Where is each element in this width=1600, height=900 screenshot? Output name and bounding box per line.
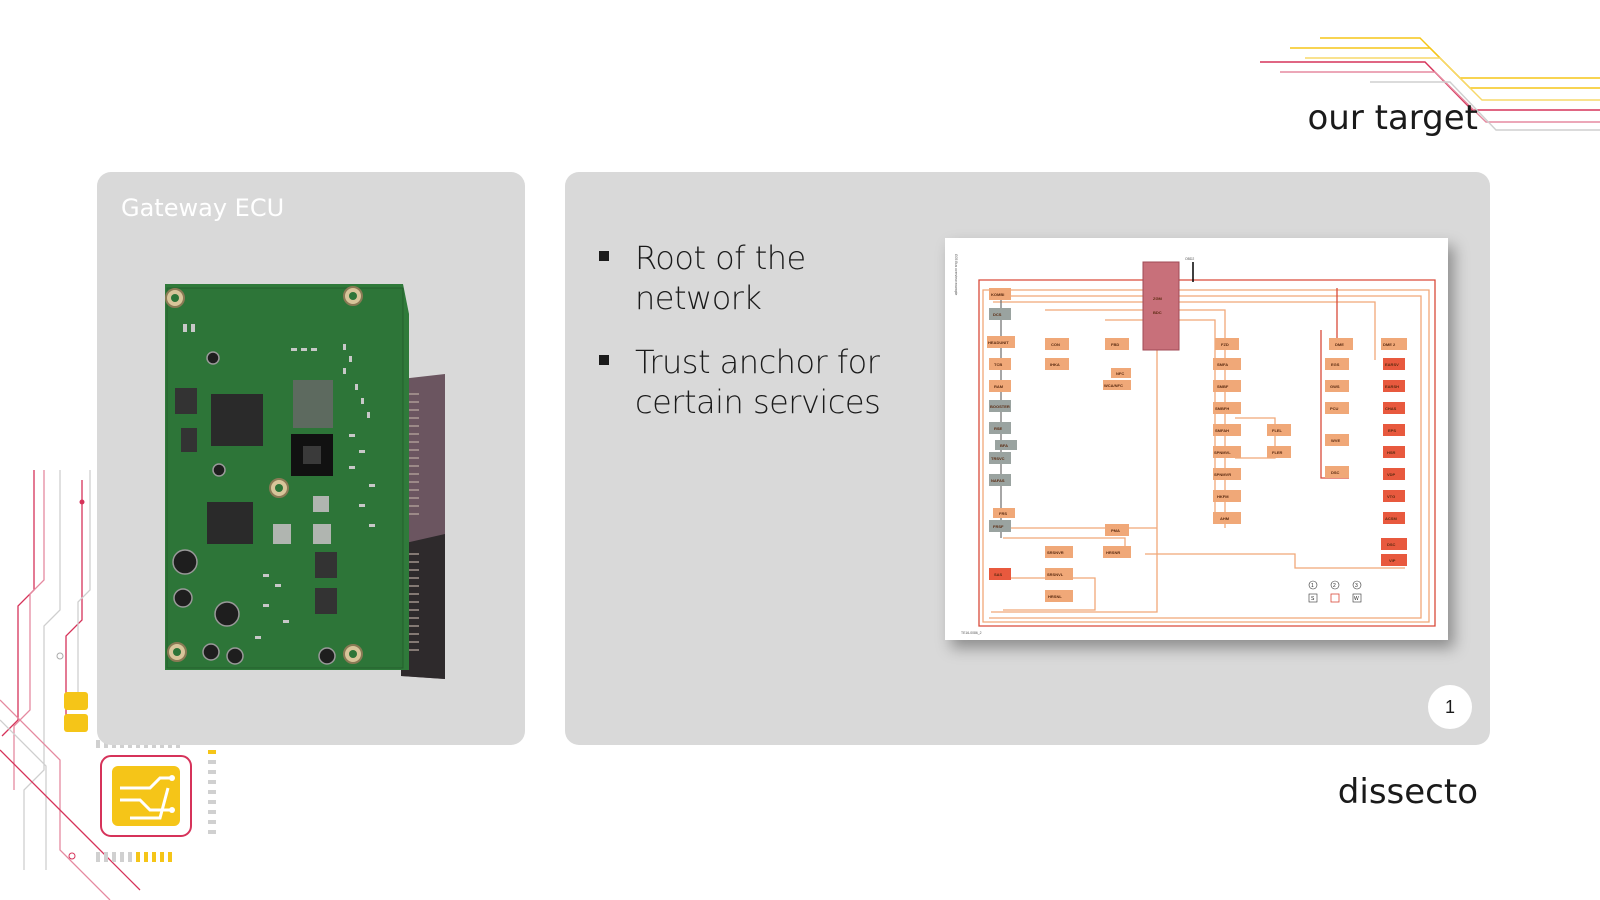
node-label: HRSNR [1106,550,1120,555]
legend-s: S [1311,596,1315,602]
node-label: VTG [1387,494,1395,499]
right-column-node-group: FZD SMFA SMBF SMBFH SMFAH SPNMVL SPNMVR … [1213,338,1291,524]
bus-overview-svg: G05 Bus overview example OBD2 ZGM [954,254,1436,635]
node-label: EARSV [1385,362,1399,367]
obd2-label: OBD2 [1185,257,1194,261]
node-label: VDP [1387,472,1396,477]
gateway-ecu-pcb-image [165,284,445,679]
node-label: SRSNVR [1047,550,1064,555]
node-label: PMA [1111,528,1120,533]
node-label: VIP [1389,558,1396,563]
node-label: FRS [999,511,1007,516]
node-label: HEADUNIT [988,340,1009,345]
node-label: BOOSTER [990,404,1010,409]
node-label: WVE [1331,438,1340,443]
gateway-ecu-label: Gateway ECU [121,194,285,222]
node-label: SMBFH [1215,406,1229,411]
node-label: CHAS [1385,406,1397,411]
bus-overview-diagram: G05 Bus overview example OBD2 ZGM [945,238,1448,640]
diagram-side-title: G05 Bus overview example [954,254,958,295]
legend-3: 3 [1355,583,1358,589]
node-label: NFC [1116,371,1124,376]
legend-1: 1 [1311,583,1314,589]
slide-title: our target [1307,98,1478,138]
node-label: ACSM [1385,516,1397,521]
bullet-text-line1: Trust anchor for [635,343,880,381]
brand-name: dissecto [1337,772,1478,812]
node-label: BFA [1000,443,1008,448]
bullet-list: Root of the network Trust anchor for cer… [597,238,897,446]
node-label: FZD [1221,342,1229,347]
node-label: PCU [1330,406,1339,411]
circuit-traces-top-right [1260,37,1600,131]
bullet-square-icon [599,355,609,365]
bullet-trust-anchor: Trust anchor for certain services [597,342,897,422]
diagram-legend: 1 2 3 S W [1308,580,1362,603]
node-label: AHM [1220,516,1230,521]
node-label: FLEL [1272,428,1283,433]
gray-node-group: DCS BOOSTER RSE BFA TRSVC NAFAS FRSF [989,308,1017,532]
middle-node-group: CON IHKA FBD NFC WCA/NFC PMA HRSNR SRSNV… [1045,338,1131,602]
node-label: SMBF [1217,384,1229,389]
root-of-network-panel: Root of the network Trust anchor for cer… [565,172,1490,745]
orange-left-node-group: KOMBI HEADUNIT TCB RAM FRS SAS [987,288,1015,580]
node-label: RSE [994,426,1003,431]
node-label: RAM [994,384,1004,389]
node-label: DSC [1387,542,1396,547]
node-label: CON [1051,342,1060,347]
center-node-line2: BDC [1153,310,1162,315]
node-label: DSC [1331,470,1340,475]
bullet-text-line2: certain services [635,383,881,421]
bullet-square-icon [599,251,609,261]
bullet-text-line2: network [635,279,762,317]
legend-w: W [1354,596,1359,602]
gateway-ecu-panel: Gateway ECU [97,172,525,745]
diagram-footer-code: TE16-0086_2 [961,631,982,635]
node-label: SMFAH [1215,428,1229,433]
page-number-badge: 1 [1428,685,1472,729]
node-label: TCB [994,362,1002,367]
node-label: FLER [1272,450,1283,455]
dissecto-logo-chip [100,755,192,837]
node-label: EPS [1388,428,1396,433]
bullet-root-of-network: Root of the network [597,238,897,318]
node-label: SPNMVR [1214,472,1231,477]
bullet-text-line1: Root of the [635,239,806,277]
node-label: WCA/NFC [1104,383,1123,388]
node-label: HRSNL [1048,594,1062,599]
node-label: FBD [1111,342,1119,347]
center-node-line1: ZGM [1153,296,1163,301]
node-label: KOMBI [991,292,1004,297]
node-label: GWS [1330,384,1340,389]
legend-2: 2 [1333,583,1336,589]
node-label: IHKA [1050,362,1060,367]
node-label: HSR [1387,450,1396,455]
node-label: EARSH [1385,384,1399,389]
node-label: HKFM [1217,494,1229,499]
node-label: SPNMVL [1214,450,1231,455]
node-label: NAFAS [991,478,1005,483]
node-label: SRSNVL [1047,572,1064,577]
node-label: TRSVC [991,456,1005,461]
node-label: SMFA [1217,362,1228,367]
node-label: EGS [1331,362,1340,367]
node-label: DME 2 [1383,342,1396,347]
node-label: DME [1335,342,1344,347]
node-label: FRSF [993,524,1004,529]
far-right-node-group: DME EGS GWS PCU WVE DSC DME 2 EARSV EARS… [1325,338,1407,566]
node-label: SAS [994,572,1003,577]
node-label: DCS [993,312,1002,317]
